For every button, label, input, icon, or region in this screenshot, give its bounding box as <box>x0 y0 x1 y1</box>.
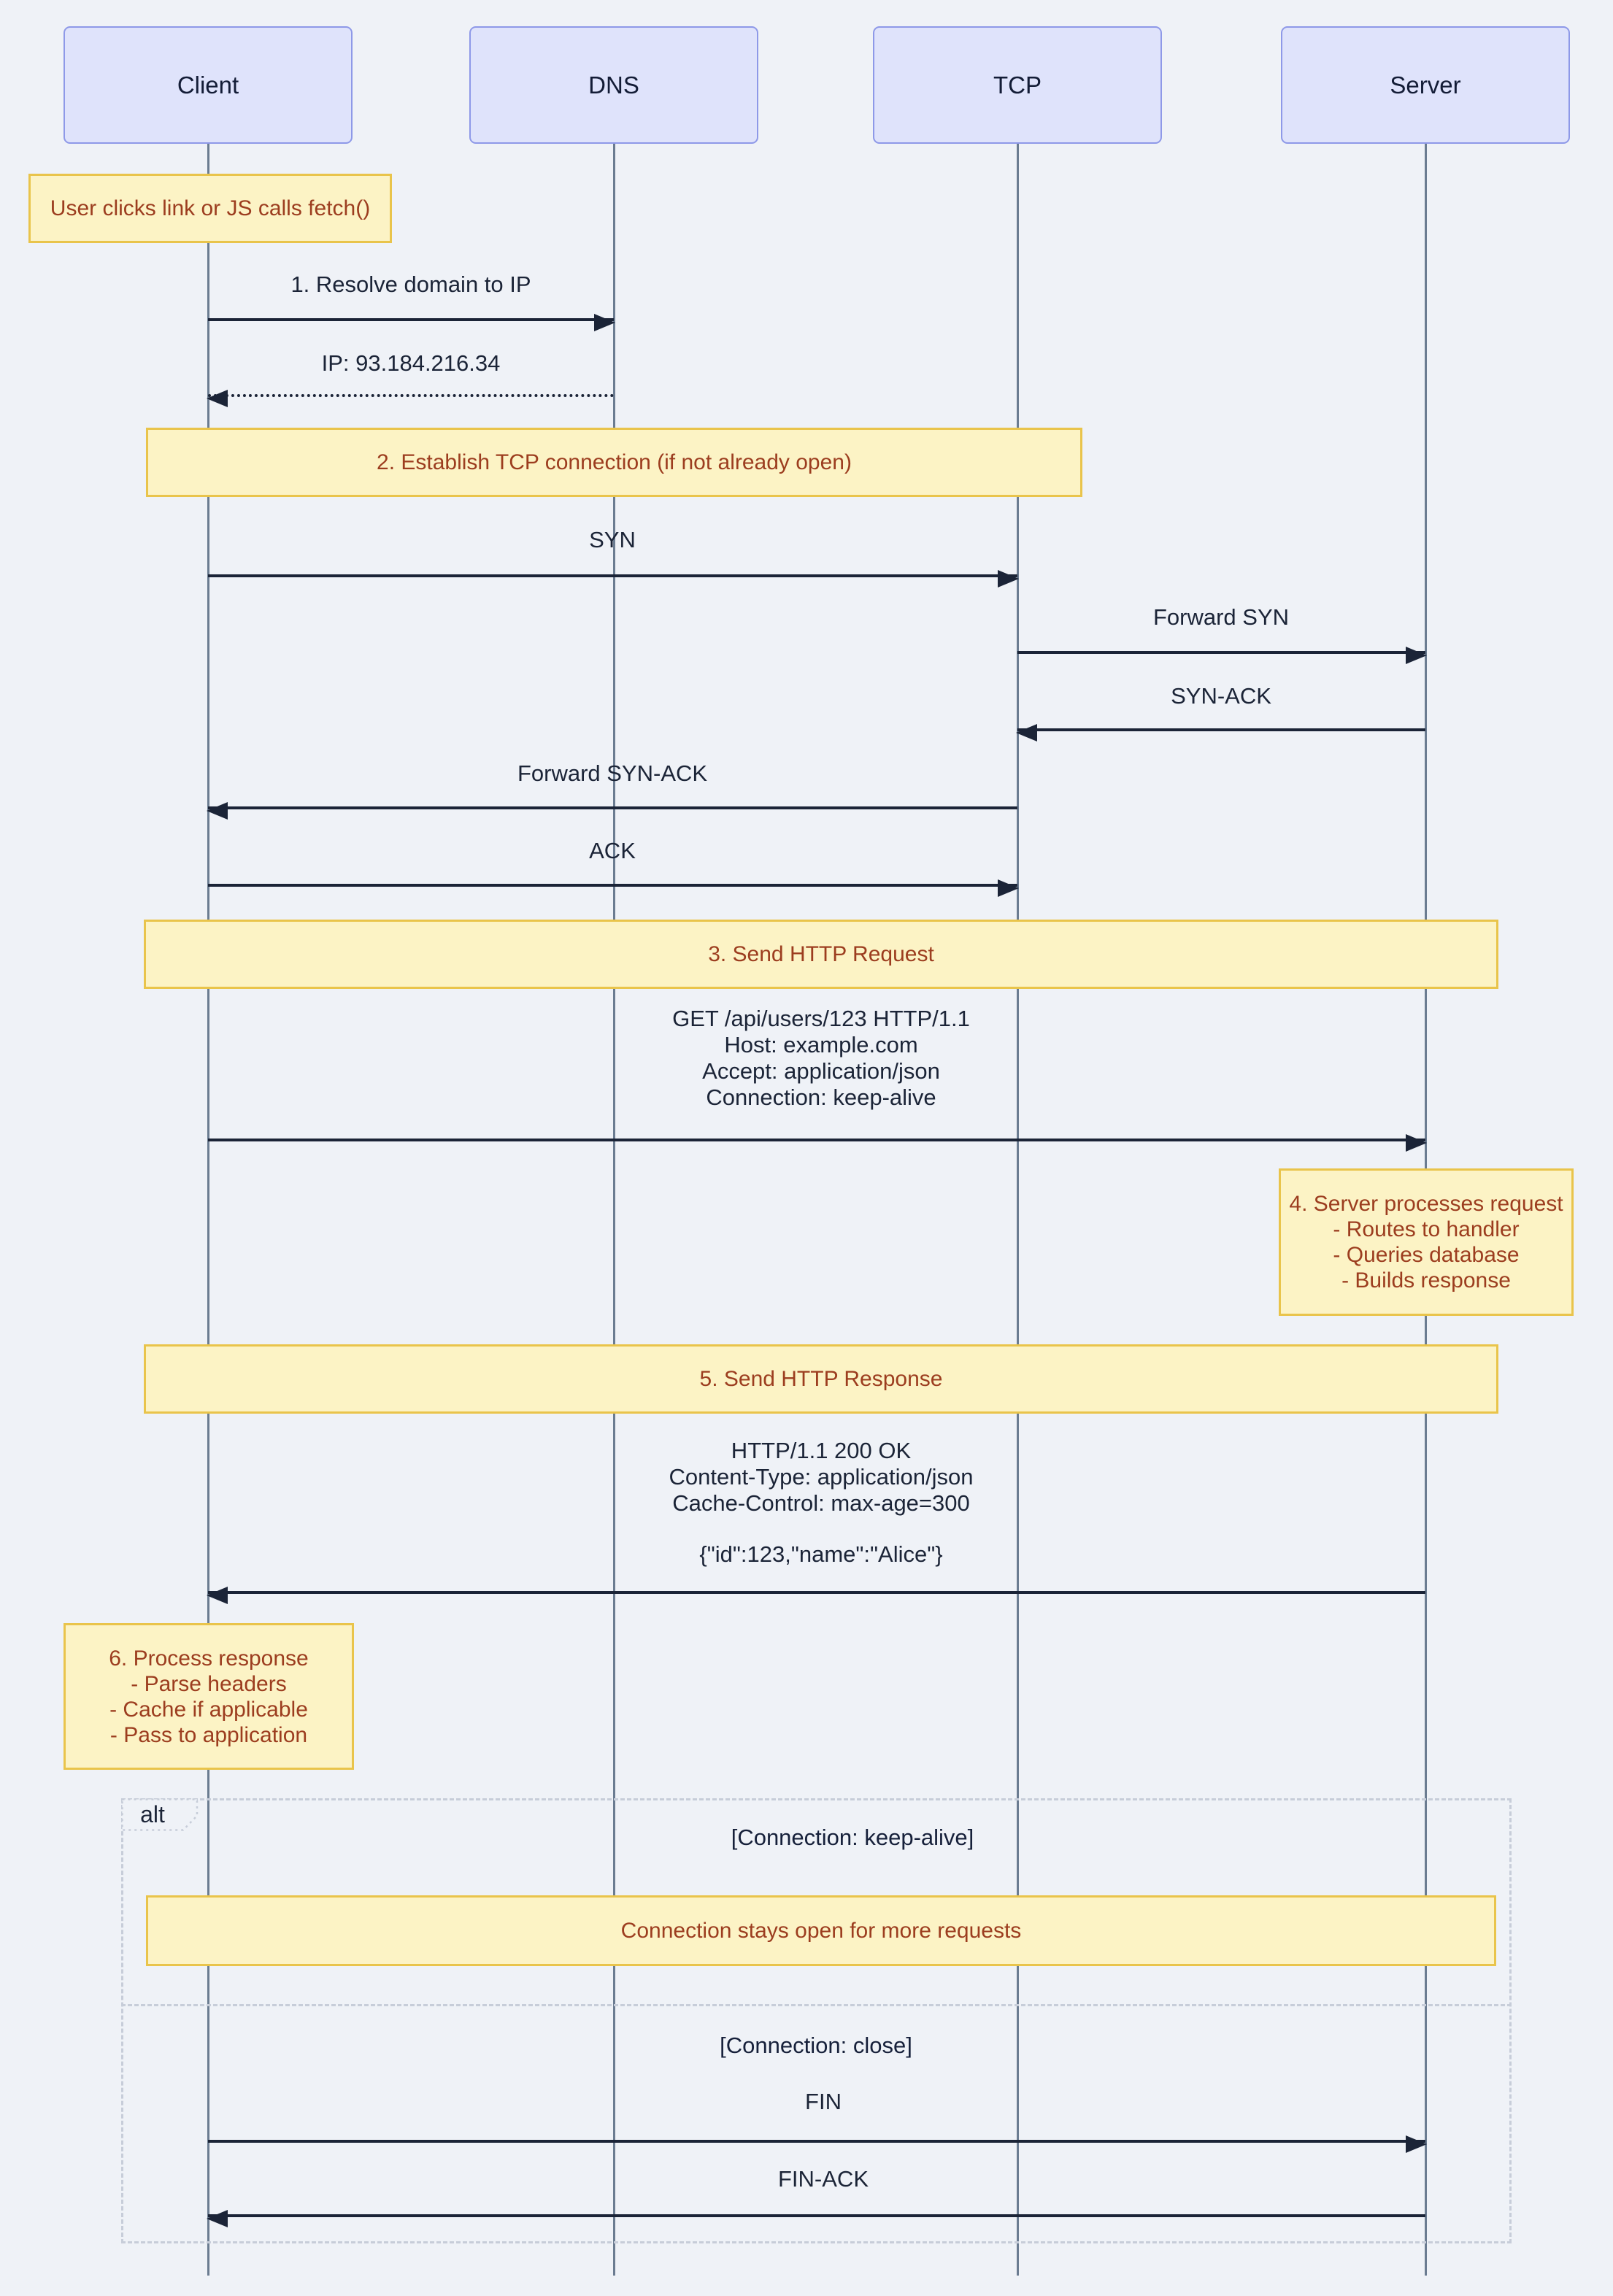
message-ip-response-label: IP: 93.184.216.34 <box>321 350 501 376</box>
arrow-ack <box>208 879 1019 897</box>
arrowhead-right-icon <box>1406 2135 1427 2153</box>
participant-tcp: TCP <box>873 26 1162 144</box>
note-user-action: User clicks link or JS calls fetch() <box>28 174 392 243</box>
note-process-response-line: - Pass to application <box>109 1722 308 1747</box>
alt-guard-keep-alive: [Connection: keep-alive] <box>731 1825 974 1850</box>
arrowhead-left-icon <box>207 802 228 820</box>
alt-label: alt <box>140 1801 165 1827</box>
arrowhead-left-icon <box>1016 724 1037 741</box>
note-establish-tcp-text: 2. Establish TCP connection (if not alre… <box>377 450 852 474</box>
participant-dns-label: DNS <box>588 71 639 99</box>
message-fin-label: FIN <box>805 2089 842 2114</box>
participant-dns: DNS <box>469 26 758 144</box>
arrow-fin-ack <box>207 2210 1425 2227</box>
arrow-fin <box>208 2135 1427 2153</box>
message-http-request: GET /api/users/123 HTTP/1.1 Host: exampl… <box>672 1006 970 1111</box>
participant-server-label: Server <box>1390 71 1461 99</box>
arrowhead-right-icon <box>594 314 615 331</box>
message-resolve-label: 1. Resolve domain to IP <box>290 271 531 297</box>
note-user-action-text: User clicks link or JS calls fetch() <box>50 196 371 220</box>
message-http-response: HTTP/1.1 200 OK Content-Type: applicatio… <box>669 1438 973 1517</box>
note-establish-tcp: 2. Establish TCP connection (if not alre… <box>146 428 1082 497</box>
arrow-ip-response <box>207 390 614 407</box>
arrowhead-right-icon <box>1406 647 1427 664</box>
note-send-request: 3. Send HTTP Request <box>144 920 1498 989</box>
message-syn-label: SYN <box>589 527 636 552</box>
message-http-response-line: Cache-Control: max-age=300 <box>672 1490 970 1516</box>
arrowhead-right-icon <box>1406 1134 1427 1152</box>
alt-frame-divider <box>121 2004 1512 2006</box>
note-keep-alive: Connection stays open for more requests <box>146 1895 1496 1966</box>
note-server-processing-line: 4. Server processes request <box>1289 1192 1563 1216</box>
note-server-processing-line: - Builds response <box>1341 1268 1511 1293</box>
message-syn-ack-label: SYN-ACK <box>1171 683 1271 709</box>
message-http-request-line: GET /api/users/123 HTTP/1.1 <box>672 1006 970 1031</box>
note-process-response: 6. Process response - Parse headers - Ca… <box>63 1623 354 1770</box>
note-server-processing: 4. Server processes request - Routes to … <box>1279 1168 1574 1316</box>
note-process-response-line: - Parse headers <box>131 1671 287 1696</box>
lifeline-dns <box>612 143 615 2276</box>
arrow-syn-ack <box>1016 724 1425 741</box>
alt-guard-close: [Connection: close] <box>720 2033 912 2058</box>
participant-tcp-label: TCP <box>993 71 1042 99</box>
message-forward-syn-ack-label: Forward SYN-ACK <box>517 760 708 786</box>
note-send-response-text: 5. Send HTTP Response <box>699 1367 943 1391</box>
message-fin-ack-label: FIN-ACK <box>778 2166 869 2192</box>
arrowhead-left-icon <box>207 1587 228 1604</box>
lifeline-tcp <box>1016 143 1019 2276</box>
arrowhead-right-icon <box>998 879 1019 897</box>
arrowhead-left-icon <box>207 2210 228 2227</box>
note-server-processing-line: - Routes to handler <box>1333 1217 1520 1241</box>
alt-frame <box>121 1798 1512 2243</box>
arrow-http-request <box>208 1134 1427 1152</box>
message-forward-syn-label: Forward SYN <box>1152 604 1290 630</box>
note-send-request-text: 3. Send HTTP Request <box>708 942 934 966</box>
arrow-syn <box>208 570 1019 588</box>
message-http-request-line: Connection: keep-alive <box>706 1085 936 1110</box>
arrowhead-left-icon <box>207 390 228 407</box>
participant-client-label: Client <box>177 71 239 99</box>
message-http-response-line: Content-Type: application/json <box>669 1464 974 1490</box>
message-http-request-line: Accept: application/json <box>702 1058 940 1084</box>
message-http-response-line: HTTP/1.1 200 OK <box>731 1438 912 1463</box>
message-ack-label: ACK <box>589 838 636 863</box>
note-keep-alive-text: Connection stays open for more requests <box>620 1919 1022 1943</box>
arrowhead-right-icon <box>998 570 1019 588</box>
message-http-response-body: {"id":123,"name":"Alice"} <box>699 1541 943 1567</box>
note-process-response-line: 6. Process response <box>109 1646 309 1671</box>
note-process-response-line: - Cache if applicable <box>109 1697 308 1722</box>
note-send-response: 5. Send HTTP Response <box>144 1344 1498 1414</box>
lifeline-client <box>207 143 209 2276</box>
arrow-forward-syn <box>1017 647 1427 664</box>
participant-server: Server <box>1281 26 1570 144</box>
alt-label-shape <box>121 1798 199 1831</box>
note-server-processing-line: - Queries database <box>1333 1243 1520 1267</box>
participant-client: Client <box>63 26 353 144</box>
arrow-forward-syn-ack <box>207 802 1017 820</box>
message-http-request-line: Host: example.com <box>724 1032 918 1058</box>
arrow-resolve <box>208 314 615 331</box>
arrow-http-response <box>207 1587 1425 1604</box>
